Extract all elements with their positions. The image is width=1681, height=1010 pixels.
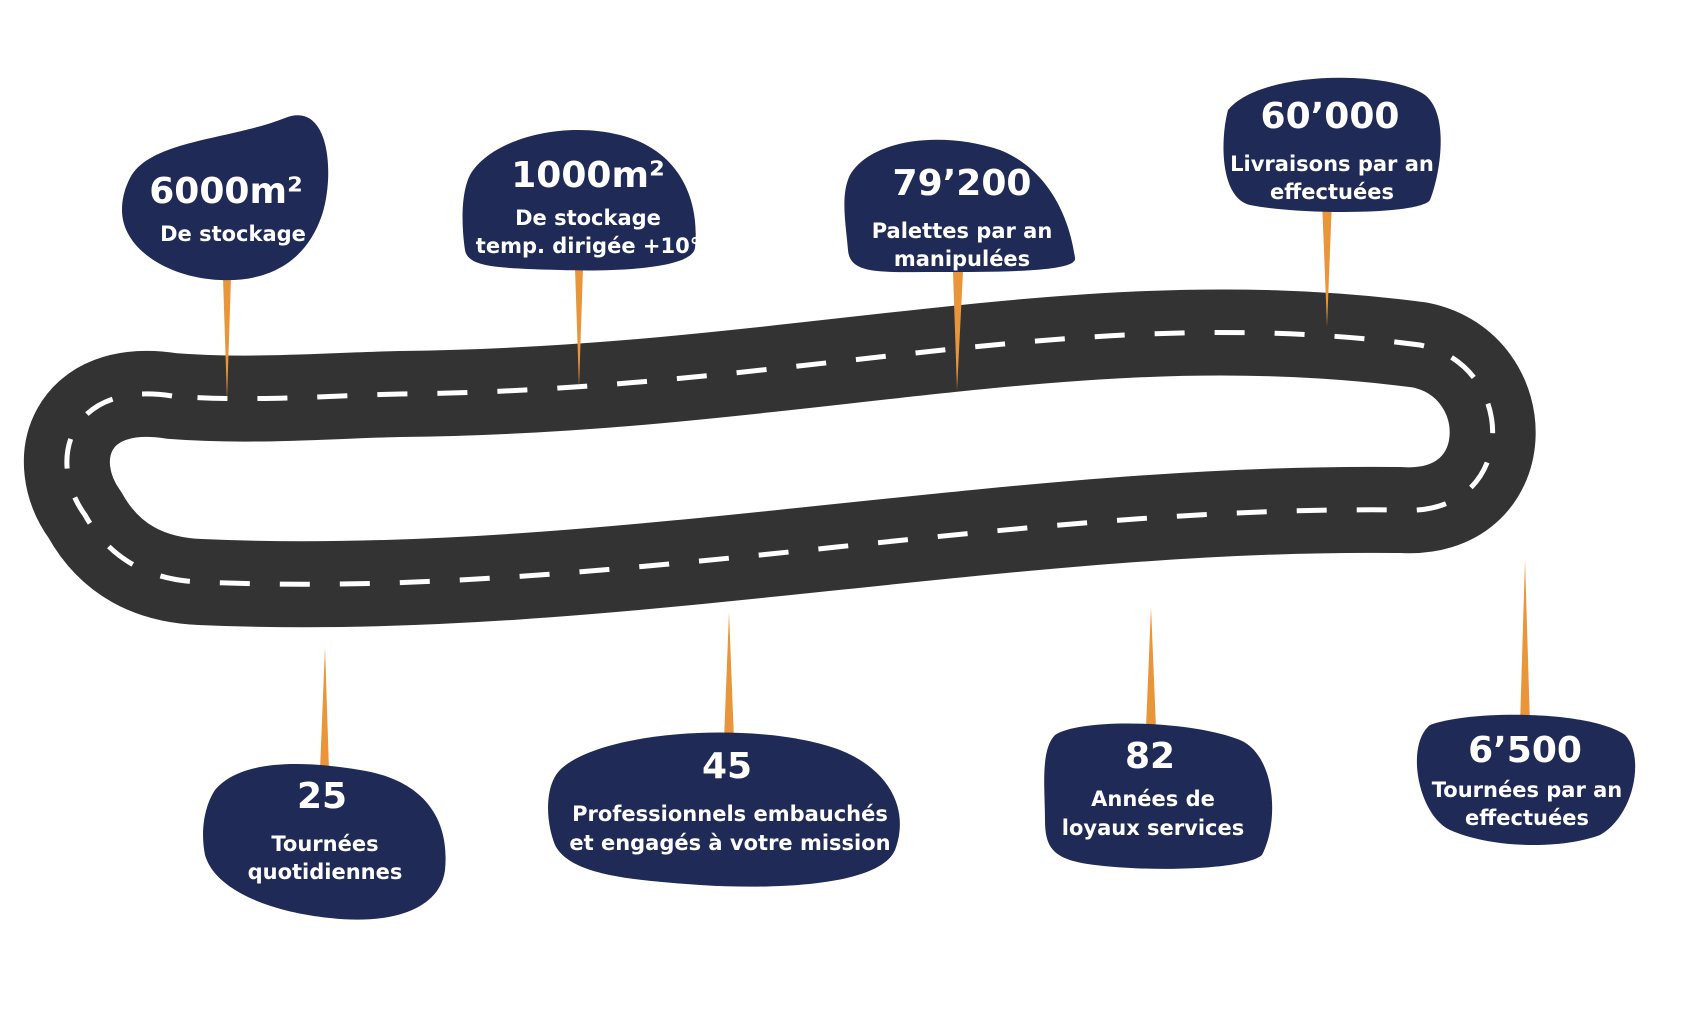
pin-m4 — [1322, 200, 1332, 327]
label-m8-line2: effectuées — [1465, 806, 1589, 830]
label-m3-line2: manipulées — [894, 247, 1030, 271]
pin-m1 — [223, 278, 231, 400]
label-m1-line1: De stockage — [160, 222, 306, 246]
blob-m1 — [122, 115, 329, 281]
label-m8-line1: Tournées par an — [1432, 778, 1623, 802]
blob-m2 — [462, 129, 696, 271]
value-m7: 82 — [1125, 736, 1175, 777]
blob-m7 — [1044, 723, 1273, 869]
label-m4-line2: effectuées — [1270, 180, 1394, 204]
value-m6: 45 — [702, 746, 752, 787]
label-m5-line2: quotidiennes — [248, 860, 403, 884]
blob-m3 — [844, 139, 1076, 273]
pin-m6 — [724, 612, 734, 740]
blob-m8 — [1416, 714, 1636, 846]
blob-m4 — [1223, 77, 1441, 212]
label-m6-line1: Professionnels embauchés — [572, 802, 888, 826]
label-m7-line2: loyaux services — [1062, 816, 1244, 840]
pin-m7 — [1146, 607, 1156, 728]
road — [23, 289, 1536, 628]
road-center-line — [64, 329, 1495, 587]
label-m5-line1: Tournées — [271, 832, 378, 856]
label-m2-line2: temp. dirigée +10° — [476, 234, 700, 258]
pins — [223, 200, 1530, 770]
blobs — [122, 77, 1636, 920]
value-m2: 1000m² — [511, 155, 664, 196]
blob-m5 — [203, 764, 446, 920]
value-m8: 6’500 — [1468, 730, 1582, 771]
road-asphalt — [23, 289, 1536, 628]
value-m1: 6000m² — [149, 171, 302, 212]
value-m4: 60’000 — [1261, 96, 1400, 137]
value-m3: 79’200 — [893, 163, 1032, 204]
pin-m5 — [320, 647, 329, 770]
pin-m2 — [575, 268, 583, 388]
pin-m3 — [953, 272, 963, 390]
label-m7-line1: Années de — [1091, 787, 1215, 811]
label-m6-line2: et engagés à votre mission — [569, 831, 890, 855]
pin-m8 — [1520, 560, 1530, 725]
label-m2-line1: De stockage — [515, 206, 661, 230]
label-m3-line1: Palettes par an — [872, 219, 1053, 243]
label-m4-line1: Livraisons par an — [1230, 152, 1434, 176]
blob-m6 — [548, 732, 900, 887]
milestone-texts: 6000m² De stockage 1000m² De stockage te… — [149, 96, 1622, 884]
value-m5: 25 — [297, 776, 347, 817]
